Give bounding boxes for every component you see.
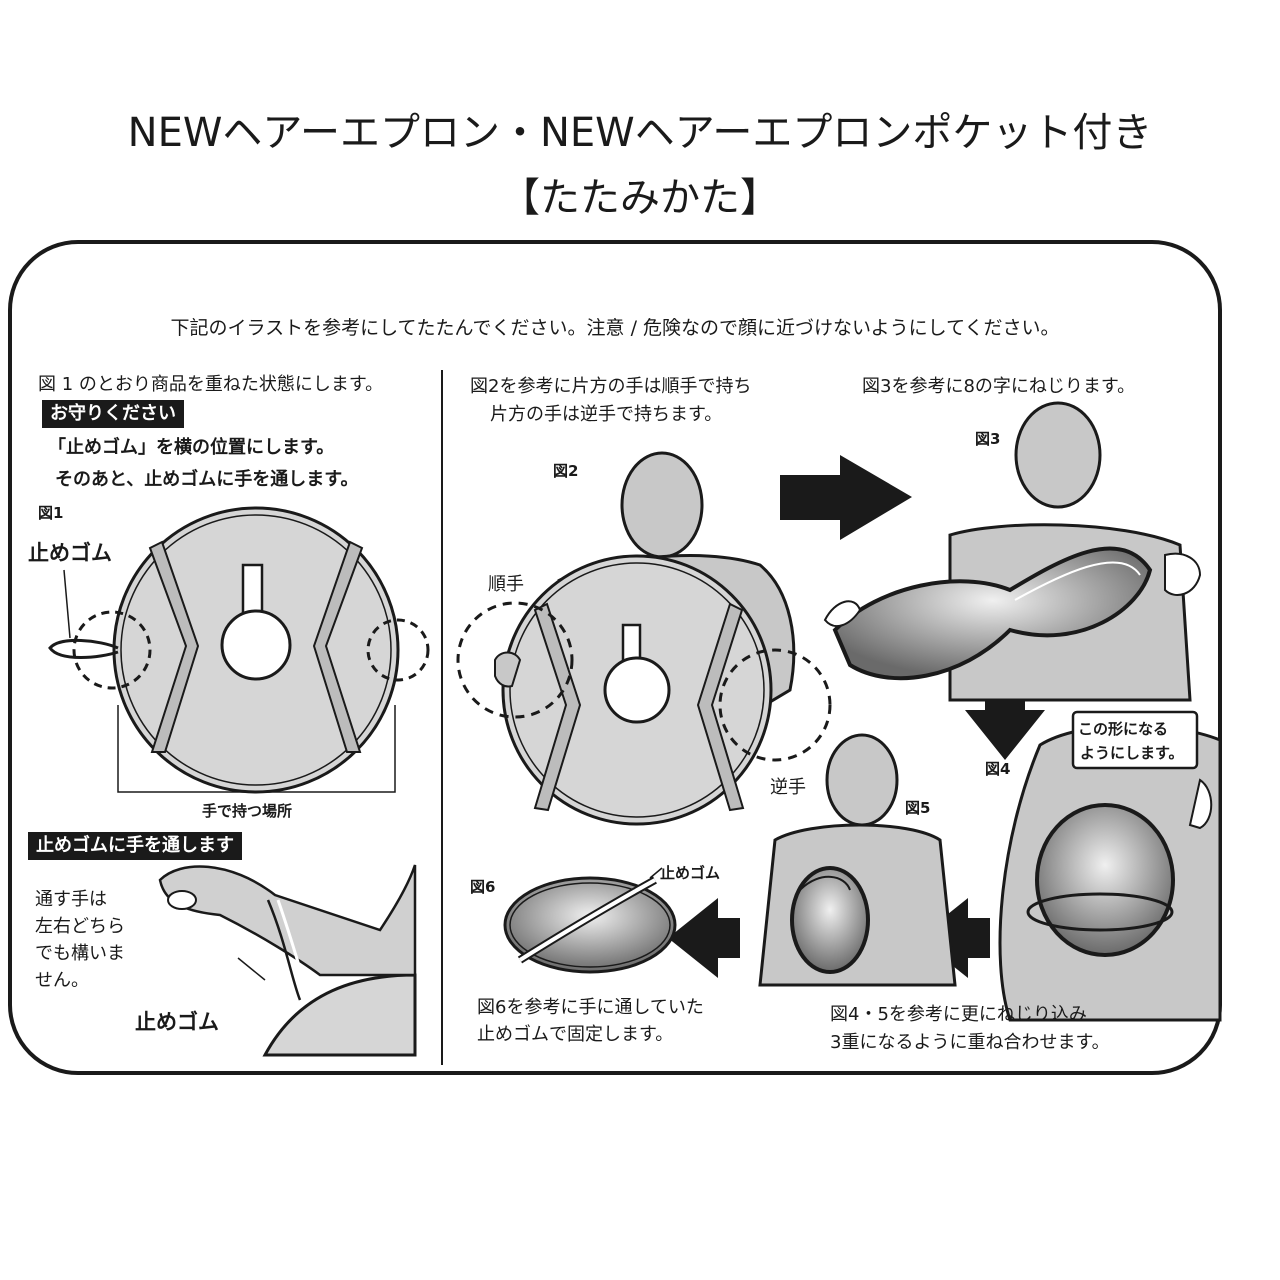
caution-label: お守りください bbox=[42, 400, 184, 428]
insert-header: 止めゴムに手を通します bbox=[28, 832, 242, 860]
step2-line-1: 図2を参考に片方の手は順手で持ち bbox=[470, 376, 752, 397]
step45-line-1: 図4・5を参考に更にねじり込み bbox=[830, 1004, 1087, 1025]
caution-line-2: そのあと、止めゴムに手を通します。 bbox=[55, 469, 359, 490]
caution-line-1: 「止めゴム」を横の位置にします。 bbox=[48, 437, 335, 458]
panel-divider bbox=[441, 370, 443, 1065]
arrow-left-icon-2 bbox=[668, 898, 740, 978]
fig5-illustration bbox=[758, 733, 957, 987]
insert-line-4: せん。 bbox=[35, 970, 89, 991]
fig3-twist-illustration bbox=[823, 401, 1202, 702]
fig6-band-label: 止めゴム bbox=[660, 864, 721, 882]
intro-note: 下記のイラストを参考にしてたたんでください。注意 / 危険なので顔に近づけないよ… bbox=[170, 317, 1060, 339]
page-subtitle: 【たたみかた】 bbox=[500, 175, 780, 221]
arrow-left-icon bbox=[918, 898, 990, 978]
fig3-label: 図3 bbox=[975, 430, 1001, 448]
fig1-label: 図1 bbox=[38, 504, 64, 522]
fig4-illustration bbox=[998, 710, 1222, 1022]
fig1-cape-illustration bbox=[48, 506, 430, 794]
step45-line-2: 3重になるように重ね合わせます。 bbox=[830, 1032, 1110, 1053]
page-title: NEWヘアーエプロン・NEWヘアーエプロンポケット付き bbox=[127, 110, 1153, 156]
insert-line-2: 左右どちら bbox=[35, 916, 125, 937]
insert-line-3: でも構いま bbox=[35, 943, 125, 964]
overhand-label: 順手 bbox=[488, 574, 524, 595]
step3-text: 図3を参考に8の字にねじります。 bbox=[862, 376, 1136, 397]
shape-note-line-1: この形になる bbox=[1078, 720, 1169, 738]
arrow-down-icon bbox=[965, 688, 1045, 760]
arrow-right-icon bbox=[780, 455, 912, 540]
fig6-folded-illustration bbox=[503, 867, 677, 974]
step6-line-1: 図6を参考に手に通していた bbox=[477, 997, 704, 1018]
hold-area-label: 手で持つ場所 bbox=[202, 802, 293, 820]
band-label: 止めゴム bbox=[28, 541, 112, 565]
fig4-label: 図4 bbox=[985, 760, 1011, 778]
underhand-label: 逆手 bbox=[770, 777, 806, 798]
step6-line-2: 止めゴムで固定します。 bbox=[477, 1024, 674, 1045]
fig5-label: 図5 bbox=[905, 799, 931, 817]
instruction-frame bbox=[8, 240, 1222, 1075]
step1-text: 図 1 のとおり商品を重ねた状態にします。 bbox=[38, 374, 384, 395]
insert-hand-illustration bbox=[150, 864, 417, 1057]
insert-band-label: 止めゴム bbox=[135, 1010, 219, 1034]
step2-line-2: 片方の手は逆手で持ちます。 bbox=[490, 404, 723, 425]
fig6-label: 図6 bbox=[470, 878, 496, 896]
fig2-label: 図2 bbox=[553, 462, 579, 480]
fig2-person-illustration bbox=[456, 451, 832, 826]
shape-note-line-2: ようにします。 bbox=[1080, 744, 1184, 762]
insert-line-1: 通す手は bbox=[35, 889, 107, 910]
